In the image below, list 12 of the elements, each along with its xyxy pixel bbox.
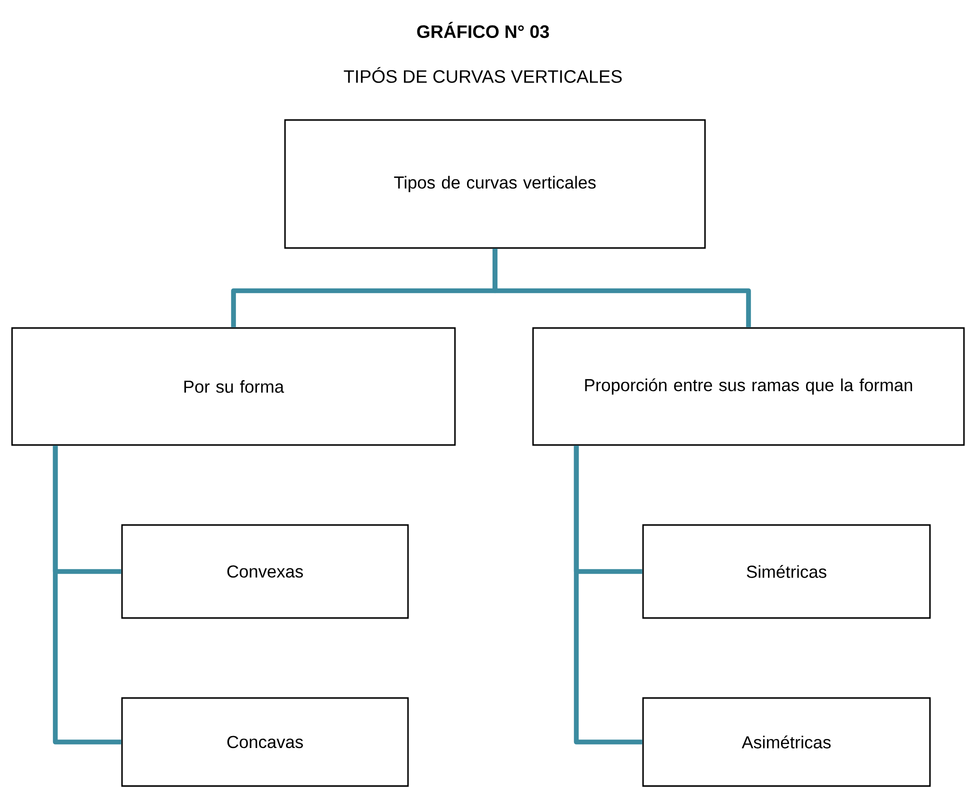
connector-line bbox=[492, 248, 751, 328]
subtitle: TIPÓS DE CURVAS VERTICALES bbox=[344, 67, 622, 83]
text-box: Por su forma bbox=[11, 327, 456, 446]
text-box: Tipos de curvas verticales bbox=[284, 119, 706, 249]
connector-line bbox=[574, 446, 642, 744]
text-box: Asimétricas bbox=[642, 697, 931, 787]
text-box: Proporción entre sus ramas que la forman bbox=[532, 327, 965, 446]
title: GRÁFICO N° 03 bbox=[417, 22, 549, 38]
text-box: Convexas bbox=[121, 524, 409, 619]
text-box: Simétricas bbox=[642, 524, 931, 619]
connector-line bbox=[52, 446, 122, 744]
text-box: Concavas bbox=[121, 697, 409, 787]
